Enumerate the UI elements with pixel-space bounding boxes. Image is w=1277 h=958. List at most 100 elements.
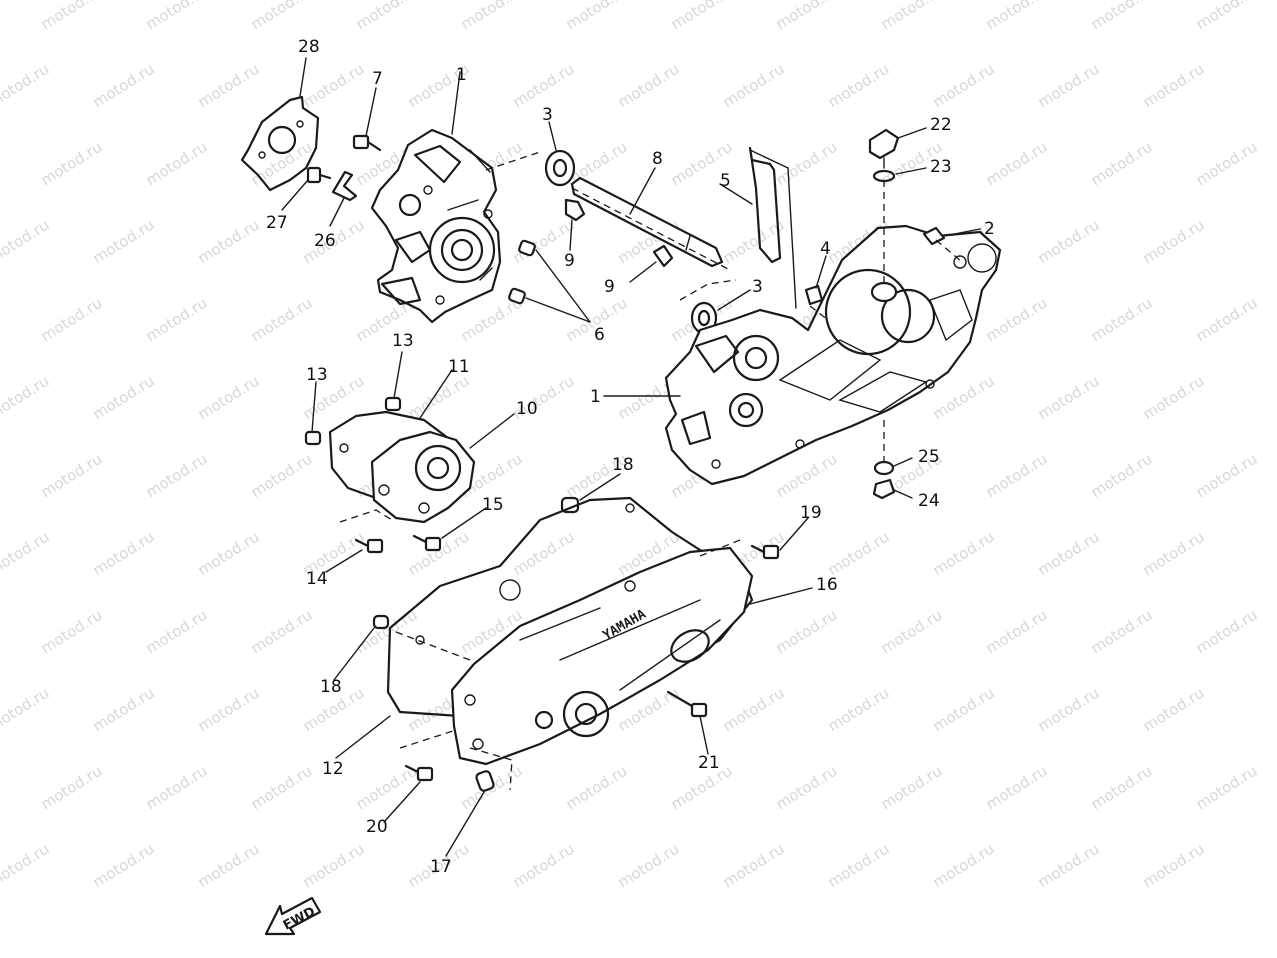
watermark-text: motod.ru <box>1193 606 1261 658</box>
callout-15: 15 <box>482 495 504 515</box>
watermark-text: motod.ru <box>1193 138 1261 190</box>
watermark-text: motod.ru <box>983 138 1051 190</box>
watermark-text: motod.ru <box>1140 840 1208 892</box>
watermark-text: motod.ru <box>0 684 52 736</box>
callout-3-lower: 3 <box>752 277 763 297</box>
part-10-cover <box>370 430 476 524</box>
watermark-text: motod.ru <box>983 606 1051 658</box>
part-8-shaft <box>570 176 724 268</box>
watermark-text: motod.ru <box>0 528 52 580</box>
callout-11: 11 <box>448 357 470 377</box>
watermark-text: motod.ru <box>248 450 316 502</box>
watermark-text: motod.ru <box>1140 216 1208 268</box>
watermark-text: motod.ru <box>668 0 736 33</box>
watermark-text: motod.ru <box>38 138 106 190</box>
part-1-right-crankcase <box>664 224 1002 486</box>
callout-18-lower: 18 <box>320 677 342 697</box>
watermark-text: motod.ru <box>143 138 211 190</box>
watermark-text: motod.ru <box>878 762 946 814</box>
watermark-text: motod.ru <box>1035 528 1103 580</box>
watermark-text: motod.ru <box>353 762 421 814</box>
callout-6: 6 <box>594 325 605 345</box>
watermark-text: motod.ru <box>1088 138 1156 190</box>
watermark-text: motod.ru <box>773 762 841 814</box>
watermark-text: motod.ru <box>195 684 263 736</box>
watermark-text: motod.ru <box>90 60 158 112</box>
callout-numbers: 28 7 1 3 8 5 2 22 23 4 3 9 9 6 1 25 24 2… <box>266 37 995 877</box>
watermark-text: motod.ru <box>720 60 788 112</box>
watermark-text: motod.ru <box>90 216 158 268</box>
callout-7: 7 <box>372 69 383 89</box>
watermark-text: motod.ru <box>930 528 998 580</box>
watermark-text: motod.ru <box>143 294 211 346</box>
watermark-text: motod.ru <box>720 684 788 736</box>
callout-4: 4 <box>820 239 831 259</box>
callout-16: 16 <box>816 575 838 595</box>
watermark-text: motod.ru <box>195 216 263 268</box>
part-9-seal-upper <box>564 198 586 222</box>
watermark-text: motod.ru <box>825 528 893 580</box>
watermark-text: motod.ru <box>563 0 631 33</box>
watermark-text: motod.ru <box>143 762 211 814</box>
watermark-text: motod.ru <box>195 528 263 580</box>
callout-13-upper: 13 <box>392 331 414 351</box>
part-4-pin <box>804 284 824 306</box>
watermark-text: motod.ru <box>510 528 578 580</box>
watermark-text: motod.ru <box>195 840 263 892</box>
callout-23: 23 <box>930 157 952 177</box>
watermark-text: motod.ru <box>1140 684 1208 736</box>
callout-27: 27 <box>266 213 288 233</box>
watermark-text: motod.ru <box>90 684 158 736</box>
watermark-text: motod.ru <box>1193 294 1261 346</box>
watermark-text: motod.ru <box>0 216 52 268</box>
watermark-text: motod.ru <box>38 762 106 814</box>
watermark-text: motod.ru <box>0 60 52 112</box>
watermark-text: motod.ru <box>143 606 211 658</box>
part-5-gasket <box>748 146 797 309</box>
callout-22: 22 <box>930 115 952 135</box>
part-24-drain-bolt <box>872 478 896 500</box>
callout-5: 5 <box>720 171 731 191</box>
callout-18-upper: 18 <box>612 455 634 475</box>
watermark-text: motod.ru <box>195 60 263 112</box>
watermark-text: motod.ru <box>1088 762 1156 814</box>
watermark-text: motod.ru <box>248 138 316 190</box>
callout-2: 2 <box>984 219 995 239</box>
part-6-dowel-pins <box>508 239 536 305</box>
callout-26: 26 <box>314 231 336 251</box>
watermark-text: motod.ru <box>90 840 158 892</box>
watermark-text: motod.ru <box>0 372 52 424</box>
watermark-text: motod.ru <box>90 528 158 580</box>
watermark-text: motod.ru <box>38 0 106 33</box>
watermark-text: motod.ru <box>300 60 368 112</box>
watermark-text: motod.ru <box>720 840 788 892</box>
part-20-bolt <box>404 764 434 782</box>
watermark-text: motod.ru <box>1193 0 1261 33</box>
watermark-text: motod.ru <box>1035 840 1103 892</box>
part-13-dowels <box>304 396 402 446</box>
callout-10: 10 <box>516 399 538 419</box>
watermark-text: motod.ru <box>510 840 578 892</box>
watermark-text: motod.ru <box>878 606 946 658</box>
part-17-dowel <box>475 770 495 792</box>
watermark-text: motod.ru <box>983 762 1051 814</box>
callout-9-lower: 9 <box>604 277 615 297</box>
watermark-text: motod.ru <box>248 294 316 346</box>
part-18-dowel-lower <box>372 614 390 630</box>
watermark-text: motod.ru <box>300 840 368 892</box>
watermark-text: motod.ru <box>1140 372 1208 424</box>
watermark-text: motod.ru <box>1140 60 1208 112</box>
watermark-text: motod.ru <box>248 606 316 658</box>
watermark-text: motod.ru <box>930 840 998 892</box>
watermark-text: motod.ru <box>1088 606 1156 658</box>
callout-3-upper: 3 <box>542 105 553 125</box>
callout-1-right: 1 <box>590 387 601 407</box>
watermark-text: motod.ru <box>930 372 998 424</box>
part-14-bolt <box>354 538 384 554</box>
watermark-text: motod.ru <box>405 372 473 424</box>
watermark-text: motod.ru <box>825 60 893 112</box>
callout-13-lower: 13 <box>306 365 328 385</box>
watermark-text: motod.ru <box>195 372 263 424</box>
watermark-text: motod.ru <box>825 684 893 736</box>
